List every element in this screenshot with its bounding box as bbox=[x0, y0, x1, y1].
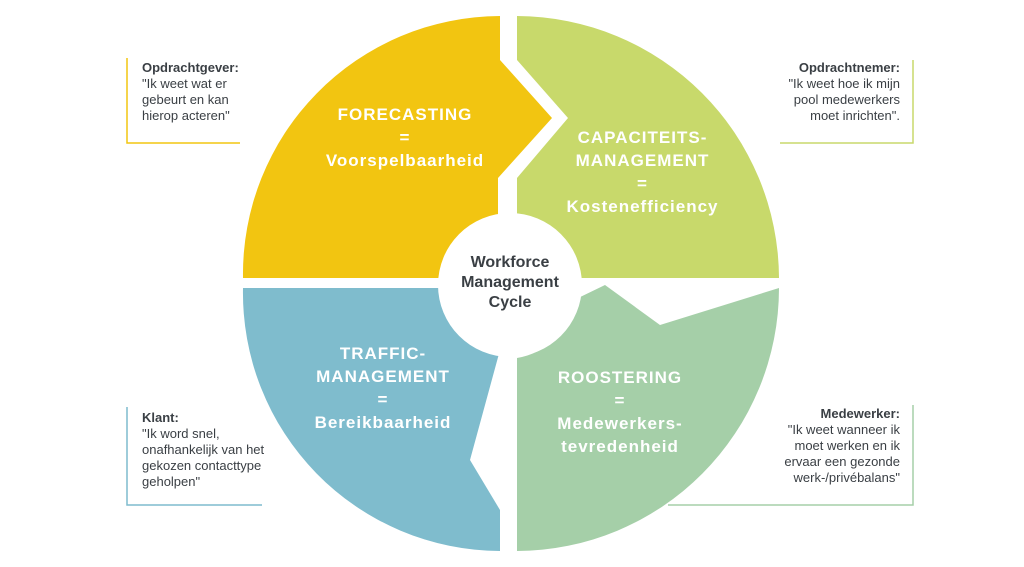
callout-medewerker-role: Medewerker: bbox=[820, 406, 900, 421]
center-circle bbox=[438, 213, 582, 357]
segment-forecasting bbox=[242, 16, 552, 278]
roostering-subtitle-1: Medewerkers- bbox=[557, 414, 683, 433]
callout-klant-line-3: gekozen contacttype bbox=[142, 458, 262, 473]
traffic-title-2: MANAGEMENT bbox=[316, 367, 450, 386]
callout-opdrachtnemer-role: Opdrachtnemer: bbox=[798, 60, 900, 75]
callout-opdrachtnemer-line-1: "Ik weet hoe ik mijn bbox=[788, 76, 900, 91]
callout-medewerker-line-2: moet werken en ik bbox=[794, 438, 901, 453]
callout-klant-role: Klant: bbox=[142, 410, 179, 425]
segment-trafficmanagement bbox=[242, 288, 500, 551]
callout-opdrachtgever-line-3: hierop acteren" bbox=[142, 108, 230, 123]
callout-opdrachtgever-line-2: gebeurt en kan bbox=[142, 92, 229, 107]
callout-klant-line-4: geholpen" bbox=[142, 474, 201, 489]
capaciteit-title-1: CAPACITEITS- bbox=[577, 128, 708, 147]
center-line-3: Cycle bbox=[488, 294, 532, 311]
forecasting-subtitle: Voorspelbaarheid bbox=[325, 151, 485, 170]
capaciteit-title-2: MANAGEMENT bbox=[575, 151, 710, 170]
callout-medewerker-line-1: "Ik weet wanneer ik bbox=[787, 422, 900, 437]
callout-medewerker-line-4: werk-/privébalans" bbox=[793, 470, 901, 485]
forecasting-label: FORECASTING = Voorspelbaarheid bbox=[300, 103, 510, 172]
capaciteit-label: CAPACITEITS- MANAGEMENT = Kostenefficien… bbox=[540, 126, 745, 218]
callout-frame-opdrachtgever bbox=[126, 58, 240, 144]
segment-capaciteitsmanagement bbox=[517, 16, 779, 278]
center-line-1: Workforce bbox=[470, 254, 550, 271]
forecasting-title: FORECASTING bbox=[337, 105, 473, 124]
callout-frame-klant bbox=[126, 407, 262, 506]
forecasting-equals: = bbox=[399, 128, 411, 147]
callout-klant-line-1: "Ik word snel, bbox=[142, 426, 220, 441]
callout-frame-medewerker bbox=[668, 405, 914, 506]
callout-klant-line-2: onafhankelijk van het bbox=[142, 442, 265, 457]
callout-opdrachtnemer-line-2: pool medewerkers bbox=[793, 92, 900, 107]
traffic-title-1: TRAFFIC- bbox=[339, 344, 427, 363]
roostering-equals: = bbox=[614, 391, 626, 410]
traffic-equals: = bbox=[377, 390, 389, 409]
callout-opdrachtgever: Opdrachtgever: "Ik weet wat er gebeurt e… bbox=[142, 60, 282, 124]
roostering-title: ROOSTERING bbox=[557, 368, 683, 387]
capaciteit-subtitle: Kostenefficiency bbox=[566, 197, 719, 216]
traffic-subtitle: Bereikbaarheid bbox=[314, 413, 452, 432]
roostering-label: ROOSTERING = Medewerkers- tevredenheid bbox=[520, 366, 720, 458]
callout-klant: Klant: "Ik word snel, onafhankelijk van … bbox=[142, 410, 312, 490]
center-label: Workforce Management Cycle bbox=[440, 253, 580, 313]
callout-medewerker-line-3: ervaar een gezonde bbox=[784, 454, 900, 469]
callout-opdrachtnemer: Opdrachtnemer: "Ik weet hoe ik mijn pool… bbox=[740, 60, 900, 124]
traffic-label: TRAFFIC- MANAGEMENT = Bereikbaarheid bbox=[278, 342, 488, 434]
center-line-2: Management bbox=[461, 274, 559, 291]
callout-opdrachtgever-line-1: "Ik weet wat er bbox=[142, 76, 227, 91]
callout-medewerker: Medewerker: "Ik weet wanneer ik moet wer… bbox=[720, 406, 900, 486]
roostering-subtitle-2: tevredenheid bbox=[561, 437, 679, 456]
callout-opdrachtnemer-line-3: moet inrichten". bbox=[810, 108, 900, 123]
callout-opdrachtgever-role: Opdrachtgever: bbox=[142, 60, 239, 75]
segment-roostering bbox=[517, 285, 780, 551]
capaciteit-equals: = bbox=[637, 174, 648, 193]
callout-frame-opdrachtnemer bbox=[780, 60, 914, 144]
